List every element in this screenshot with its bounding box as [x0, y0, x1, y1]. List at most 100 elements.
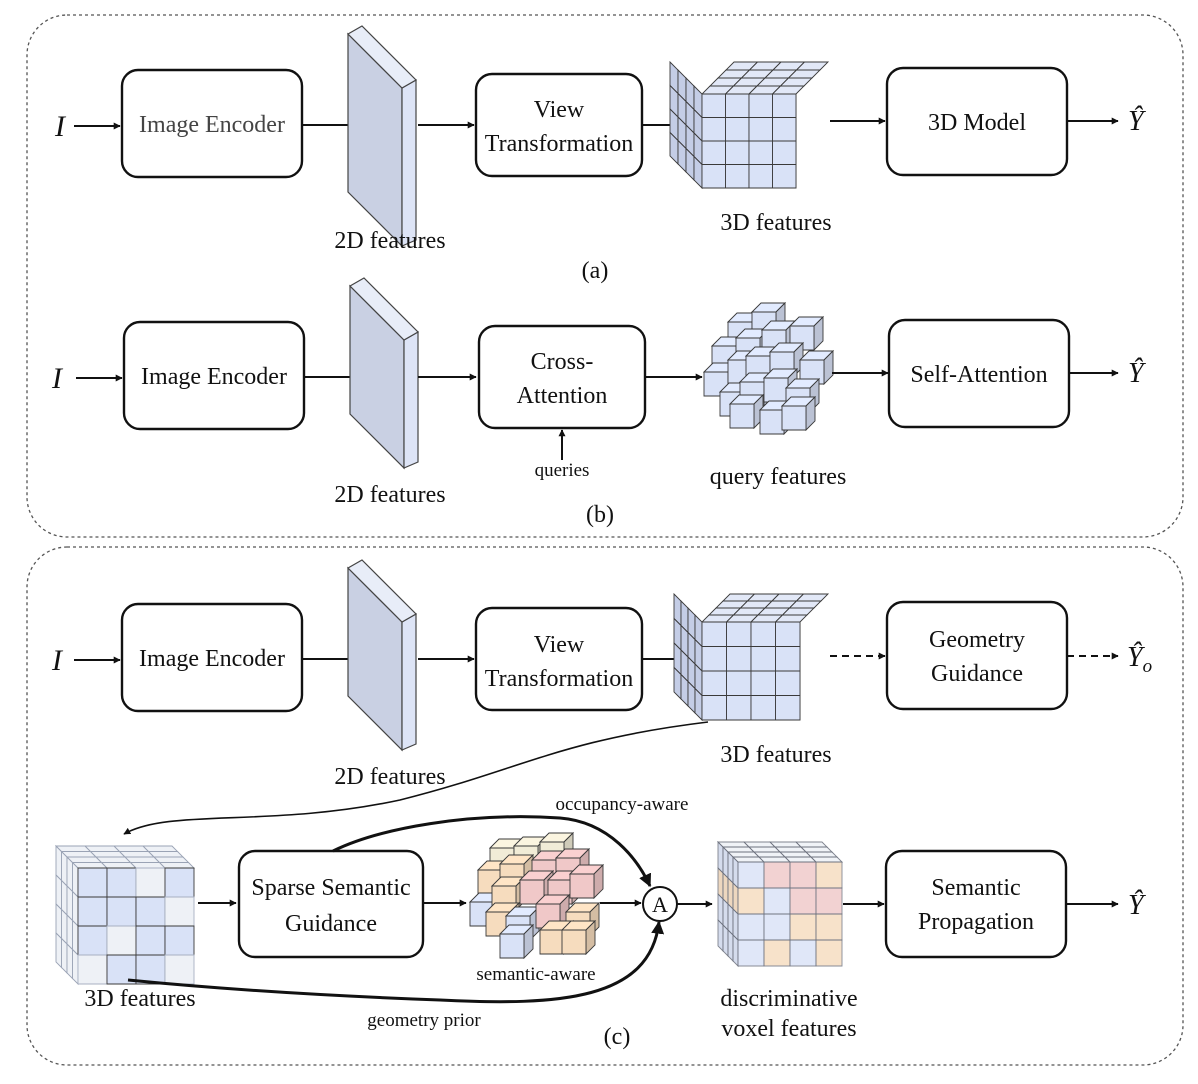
voxel-front [701, 117, 726, 142]
panel-c: I Image Encoder 2D features View Transfo… [51, 559, 1152, 1050]
panel-c-frame [26, 546, 1184, 1066]
view-label-1: View [534, 97, 585, 123]
voxel-front [772, 164, 797, 189]
image-encoder-box [120, 602, 304, 713]
aggregation-label: A [652, 892, 668, 917]
input-label: I [51, 644, 64, 677]
image-encoder-label: Image Encoder [139, 646, 285, 672]
voxel-ghost [141, 845, 179, 852]
voxel-front [789, 913, 817, 941]
voxel-front [737, 913, 765, 941]
geometry-label-2: Guidance [931, 661, 1023, 687]
ssg-label-1: Sparse Semantic [251, 875, 410, 901]
voxel-front [748, 164, 773, 189]
voxel-front [775, 646, 801, 672]
voxel-front [815, 939, 843, 967]
voxel-front [815, 913, 843, 941]
voxel-front [726, 621, 752, 647]
query-feature-cluster [702, 301, 835, 436]
voxel-ghost [55, 931, 62, 969]
voxel-front [772, 140, 797, 165]
voxel-ghost [152, 856, 190, 863]
feat2d-label: 2D features [334, 482, 445, 508]
prop-label-2: Propagation [918, 909, 1034, 935]
voxel-front [77, 867, 108, 898]
voxel-front [106, 867, 137, 898]
sparse-voxel-cube [54, 844, 196, 986]
voxel-grid-cube [673, 592, 830, 722]
view-label-2: Transformation [485, 131, 633, 157]
feat2d-label: 2D features [334, 764, 445, 790]
voxel-front [77, 925, 108, 956]
ssg-label-2: Guidance [285, 911, 377, 937]
voxel-front [701, 646, 727, 672]
voxel-front [815, 887, 843, 915]
voxel-front [569, 873, 595, 899]
image-encoder-box [120, 68, 304, 179]
occupancy-aware-label: occupancy-aware [556, 794, 689, 815]
view-label-1: View [534, 632, 585, 658]
voxel-front [701, 670, 727, 696]
voxel-front [789, 939, 817, 967]
voxel-front [737, 939, 765, 967]
feat3d-bottom-label: 3D features [84, 986, 195, 1012]
output-label: Ŷ [1128, 890, 1147, 921]
voxel-front [781, 405, 807, 431]
voxel-front [164, 925, 195, 956]
voxel-side [717, 918, 724, 953]
voxel-side [727, 928, 734, 963]
image-encoder-label: Image Encoder [139, 112, 285, 138]
voxel-front [725, 164, 750, 189]
voxel-front [737, 887, 765, 915]
voxel-front [748, 93, 773, 118]
voxel-side [732, 933, 739, 968]
voxel-front [772, 93, 797, 118]
voxel-ghost [158, 862, 196, 869]
input-label: I [51, 362, 64, 395]
voxel-front [726, 646, 752, 672]
prop-label-1: Semantic [931, 875, 1020, 901]
discriminative-voxel-cube [716, 840, 844, 968]
voxel-front [789, 861, 817, 889]
disc-label-2: voxel features [721, 1016, 856, 1042]
voxel-front [729, 403, 755, 429]
voxel-front [775, 695, 801, 721]
voxel-ghost [135, 867, 166, 898]
view-label-2: Transformation [485, 666, 633, 692]
voxel-front [135, 896, 166, 927]
voxel-ghost [147, 851, 185, 858]
voxel-front [701, 140, 726, 165]
voxel-front [750, 621, 776, 647]
semantic-propagation-box [884, 849, 1068, 959]
voxel-front [775, 621, 801, 647]
voxel-front [725, 140, 750, 165]
voxel-front [701, 164, 726, 189]
voxel-front [737, 861, 765, 889]
view-transform-box [474, 72, 644, 178]
voxel-front [561, 929, 587, 955]
occupancy-aware-curve [332, 815, 652, 888]
voxel-ghost [164, 954, 195, 985]
3d-model-label: 3D Model [928, 110, 1026, 136]
voxel-top [809, 856, 844, 863]
voxel-front [815, 861, 843, 889]
voxel-front [725, 93, 750, 118]
caption-c: (c) [604, 1024, 631, 1050]
voxel-front [750, 670, 776, 696]
voxel-ghost [77, 954, 108, 985]
output-o-label: Ŷo [1127, 642, 1152, 677]
geometry-label-1: Geometry [929, 627, 1025, 653]
geometry-prior-curve [127, 920, 665, 1004]
voxel-ghost [66, 942, 73, 980]
voxel-front [726, 670, 752, 696]
caption-a: (a) [582, 258, 609, 284]
cross-label-2: Attention [517, 383, 608, 409]
semantic-aware-cluster [468, 831, 605, 960]
voxel-front [763, 887, 791, 915]
cross-label-1: Cross- [531, 349, 594, 375]
voxel-front [799, 359, 825, 385]
input-label: I [54, 110, 67, 143]
voxel-front [701, 695, 727, 721]
voxel-front [763, 913, 791, 941]
